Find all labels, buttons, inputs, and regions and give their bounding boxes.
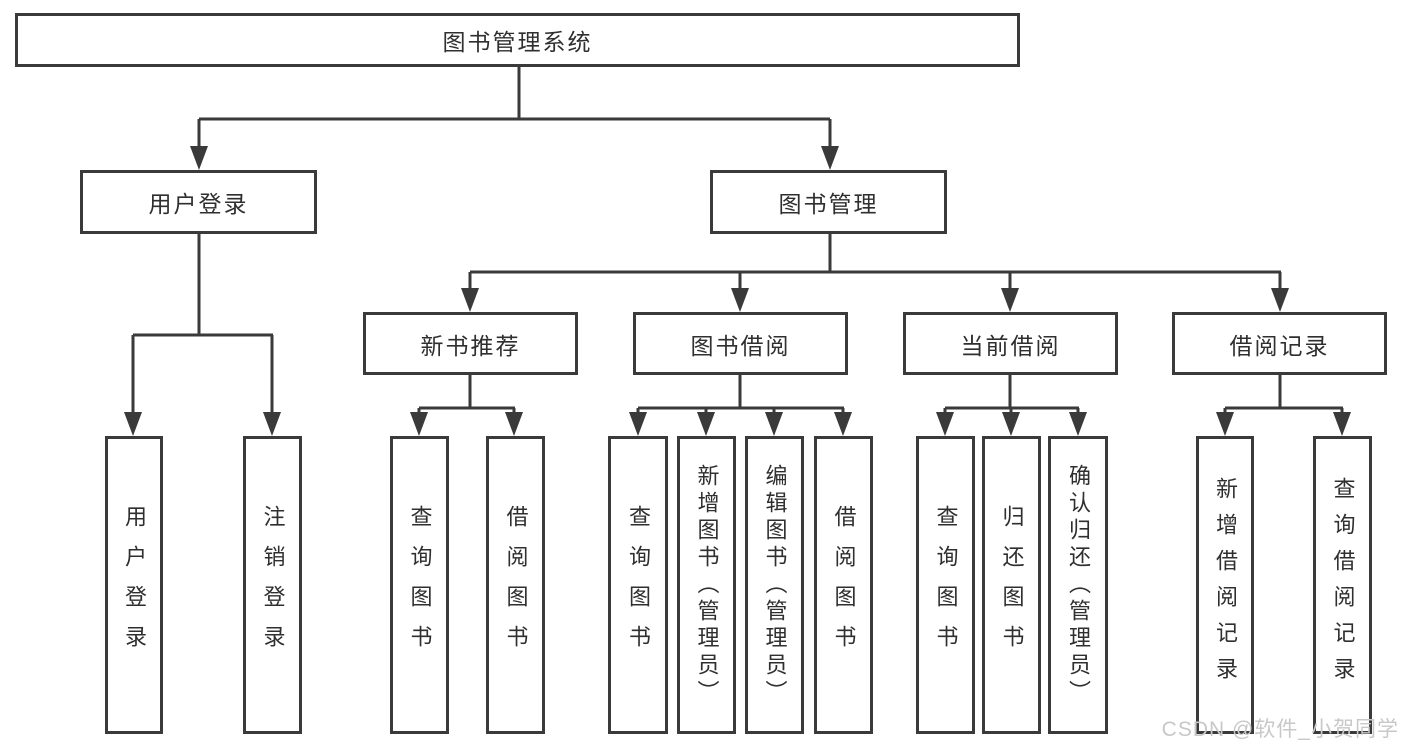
node-book-management: 图书管理 <box>710 170 947 234</box>
node-label: 注销登录 <box>260 505 286 665</box>
node-label: 用户登录 <box>148 191 249 217</box>
node-label: 图书管理系统 <box>442 29 593 55</box>
leaf-query-book-2: 查询图书 <box>608 436 668 734</box>
leaf-add-book-admin: 新增图书（管理员） <box>677 436 736 734</box>
node-label: 确认归还（管理员） <box>1066 463 1091 707</box>
csdn-watermark: CSDN @软件_小贺同学 <box>1161 718 1399 741</box>
node-book-borrow: 图书借阅 <box>633 312 848 375</box>
node-user-login: 用户登录 <box>80 170 317 234</box>
leaf-edit-book-admin: 编辑图书（管理员） <box>745 436 804 734</box>
leaf-add-borrow-record: 新增借阅记录 <box>1196 436 1254 734</box>
node-label: 新书推荐 <box>420 332 521 359</box>
node-label: 图书借阅 <box>690 332 791 359</box>
node-label: 新增图书（管理员） <box>694 463 720 707</box>
leaf-return-book: 归还图书 <box>982 436 1041 734</box>
node-label: 用户登录 <box>122 505 147 665</box>
node-label: 归还图书 <box>999 505 1025 665</box>
node-borrow-records: 借阅记录 <box>1172 312 1387 375</box>
leaf-logout: 注销登录 <box>243 436 302 734</box>
node-label: 编辑图书（管理员） <box>762 463 788 707</box>
leaf-query-borrow-record: 查询借阅记录 <box>1313 436 1372 734</box>
arrowheads <box>124 146 1351 436</box>
leaf-borrow-book-2: 借阅图书 <box>814 436 873 734</box>
node-label: 查询图书 <box>407 505 433 665</box>
leaf-confirm-return-admin: 确认归还（管理员） <box>1048 436 1108 734</box>
node-new-book-recommend: 新书推荐 <box>363 312 578 375</box>
leaf-query-book-1: 查询图书 <box>390 436 449 734</box>
node-root: 图书管理系统 <box>15 13 1020 67</box>
node-label: 查询借阅记录 <box>1330 477 1356 693</box>
node-label: 当前借阅 <box>960 332 1061 359</box>
leaf-query-book-3: 查询图书 <box>916 436 975 734</box>
node-label: 借阅图书 <box>831 505 857 665</box>
leaf-borrow-book-1: 借阅图书 <box>486 436 545 734</box>
node-current-borrow: 当前借阅 <box>903 312 1118 375</box>
node-label: 借阅记录 <box>1229 332 1330 359</box>
node-label: 借阅图书 <box>503 505 529 665</box>
leaf-user-login: 用户登录 <box>105 436 163 734</box>
node-label: 图书管理 <box>778 191 879 217</box>
node-label: 查询图书 <box>933 505 959 665</box>
node-label: 新增借阅记录 <box>1213 477 1238 693</box>
node-label: 查询图书 <box>626 505 651 665</box>
